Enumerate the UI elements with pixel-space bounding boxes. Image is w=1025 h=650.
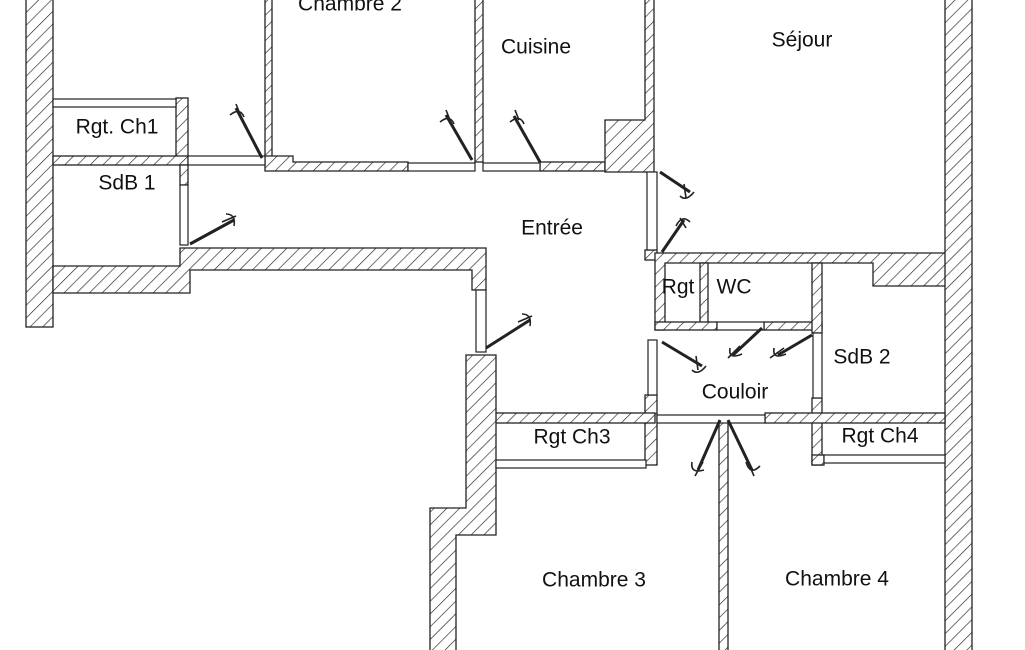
door-swing: [189, 213, 237, 246]
wall: [539, 161, 606, 172]
room-label-sejour: Séjour: [772, 29, 833, 52]
room-label-rgt-ch1: Rgt. Ch1: [76, 116, 159, 139]
door-swing: [659, 170, 695, 200]
room-label-sdb-1: SdB 1: [98, 172, 155, 195]
room-label-chambre-2: Chambre 2: [298, 0, 402, 16]
room-labels: Chambre 2 Cuisine Séjour Rgt. Ch1 SdB 1 …: [76, 0, 919, 592]
wall: [811, 262, 823, 334]
window: [52, 98, 177, 108]
room-label-sdb-2: SdB 2: [833, 346, 890, 369]
door-swing: [726, 419, 761, 477]
wall: [474, 0, 484, 163]
room-label-rgt-ch3: Rgt Ch3: [533, 426, 610, 449]
window: [716, 321, 765, 331]
window: [482, 162, 541, 172]
room-label-chambre-3: Chambre 3: [542, 569, 646, 592]
window: [656, 414, 766, 424]
wall: [25, 0, 54, 328]
room-label-couloir: Couloir: [702, 381, 769, 404]
wall: [52, 247, 487, 294]
wall: [644, 394, 658, 466]
wall: [944, 0, 973, 650]
window: [495, 459, 647, 469]
wall: [699, 262, 709, 324]
window: [475, 289, 487, 353]
door-swing: [439, 109, 474, 161]
window: [647, 339, 658, 396]
wall: [718, 419, 729, 650]
wall: [654, 321, 718, 331]
wall: [179, 164, 189, 186]
door-swing: [727, 326, 764, 359]
room-label-wc: WC: [717, 276, 752, 299]
wall: [764, 412, 946, 424]
room-label-rgt: Rgt: [662, 276, 695, 299]
window: [407, 162, 476, 172]
door-swing: [485, 313, 533, 350]
door-swing: [769, 333, 813, 359]
window: [646, 171, 658, 251]
room-label-entree: Entrée: [521, 217, 583, 240]
room-label-rgt-ch4: Rgt Ch4: [841, 425, 918, 448]
wall: [429, 354, 497, 650]
wall: [654, 252, 948, 331]
wall: [264, 155, 409, 172]
windows: [52, 98, 946, 469]
wall: [604, 0, 655, 173]
window: [812, 332, 823, 399]
door-swing: [690, 419, 722, 477]
room-label-chambre-4: Chambre 4: [785, 568, 889, 591]
window: [823, 454, 946, 464]
wall: [811, 454, 825, 466]
window: [187, 155, 266, 166]
wall: [484, 412, 656, 424]
doors: [189, 103, 813, 477]
wall: [175, 97, 189, 161]
wall: [52, 155, 189, 166]
wall: [264, 0, 273, 159]
door-swing: [509, 109, 542, 163]
room-label-cuisine: Cuisine: [501, 36, 571, 59]
door-swing: [660, 217, 691, 253]
window: [179, 184, 189, 246]
walls: [25, 0, 973, 650]
door-swing: [661, 340, 707, 374]
door-swing: [229, 103, 264, 159]
